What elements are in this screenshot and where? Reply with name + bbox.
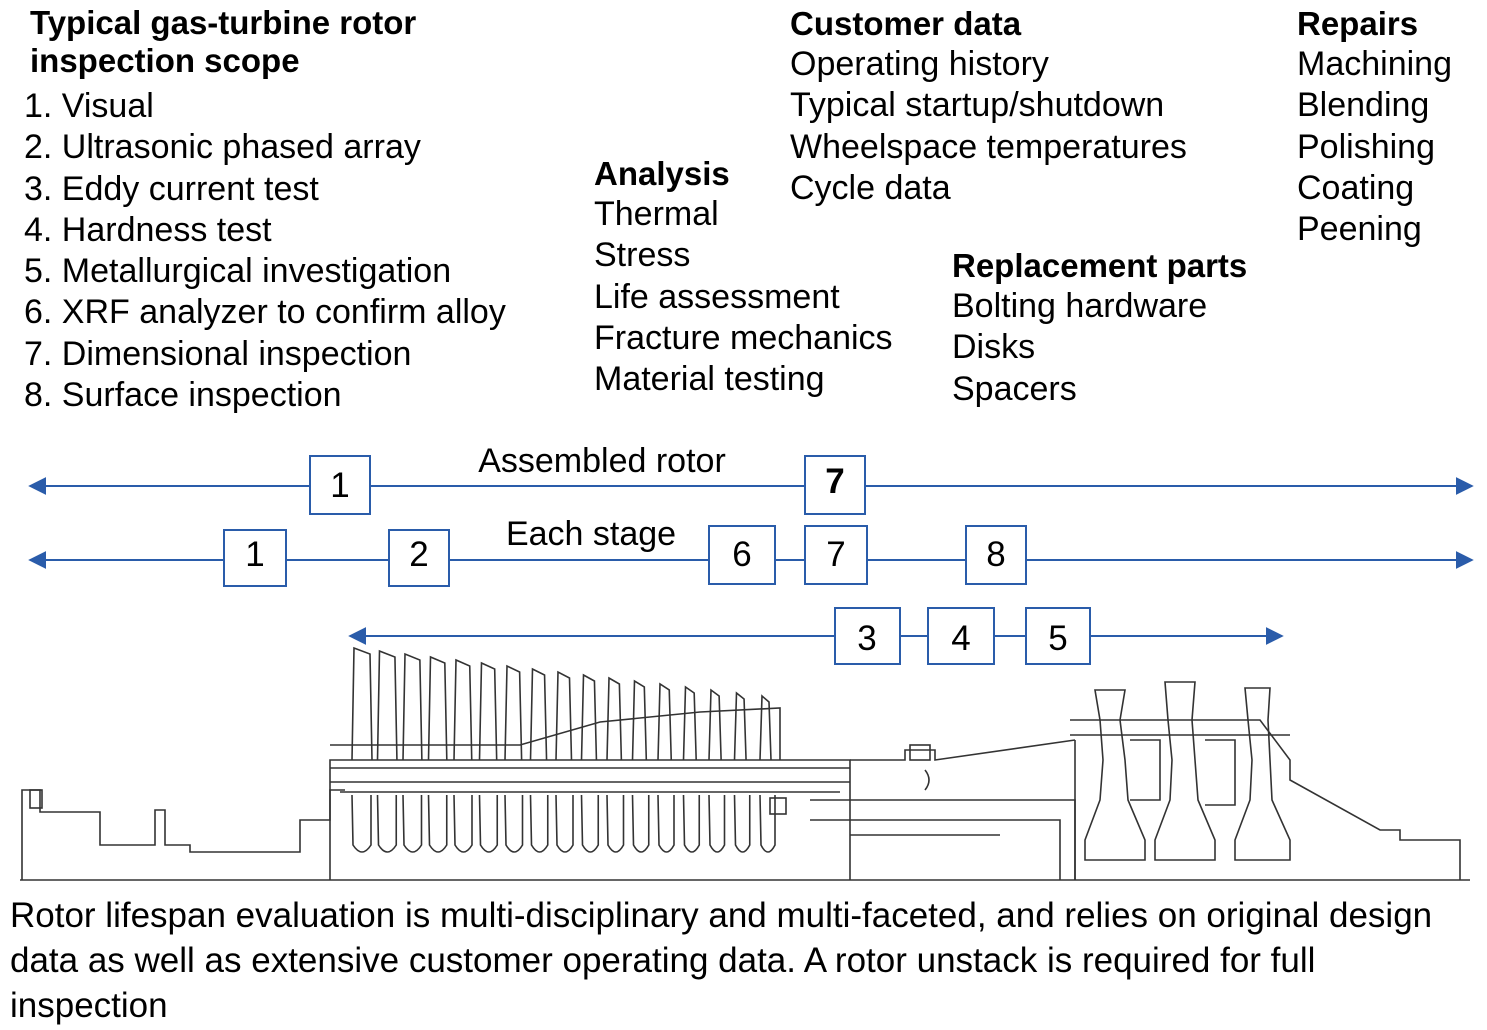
box-stage-6: 6: [708, 525, 776, 585]
box-disk-4: 4: [927, 607, 995, 665]
box-stage-1: 1: [223, 529, 287, 587]
list-item: Typical startup/shutdown: [790, 86, 1165, 125]
svg-text:5: 5: [1048, 619, 1067, 658]
list-item: Coating: [1297, 168, 1415, 207]
replacement-parts-title: Replacement parts: [952, 247, 1248, 284]
scope-title: Typical gas-turbine rotor inspection sco…: [30, 4, 417, 79]
box-assembled-7: 7: [804, 455, 866, 515]
list-item: 1. Visual: [24, 87, 154, 125]
box-stage-8: 8: [965, 525, 1027, 585]
list-item: 7. Dimensional inspection: [24, 334, 412, 373]
list-item: 4. Hardness test: [24, 210, 272, 249]
list-item: 6. XRF analyzer to confirm alloy: [24, 293, 506, 332]
box-stage-7: 7: [804, 525, 868, 585]
svg-text:4: 4: [951, 619, 970, 658]
list-item: 3. Eddy current test: [24, 169, 319, 208]
svg-text:7: 7: [826, 535, 845, 574]
list-item: Wheelspace temperatures: [790, 127, 1187, 166]
repairs-section: Repairs Machining Blending Polishing Coa…: [1297, 4, 1452, 250]
list-item: Operating history: [790, 45, 1049, 83]
svg-text:7: 7: [825, 462, 844, 501]
box-assembled-1: 1: [309, 455, 371, 515]
list-item: Polishing: [1297, 127, 1435, 166]
list-item: Blending: [1297, 86, 1430, 125]
list-item: Fracture mechanics: [594, 318, 893, 357]
replacement-parts-section: Replacement parts Bolting hardware Disks…: [952, 246, 1247, 410]
scope-list: 1. Visual 2. Ultrasonic phased array 3. …: [24, 86, 506, 416]
list-item: Material testing: [594, 360, 825, 399]
list-item: 8. Surface inspection: [24, 376, 342, 415]
list-item: Thermal: [594, 195, 719, 233]
svg-text:6: 6: [732, 535, 751, 574]
list-item: Stress: [594, 236, 691, 275]
svg-text:2: 2: [409, 535, 428, 574]
repairs-title: Repairs: [1297, 5, 1419, 42]
list-item: 2. Ultrasonic phased array: [24, 128, 421, 167]
list-item: Bolting hardware: [952, 287, 1208, 325]
analysis-section: Analysis Thermal Stress Life assessment …: [594, 154, 893, 400]
list-item: Spacers: [952, 369, 1077, 408]
box-stage-2: 2: [388, 529, 450, 587]
list-item: Cycle data: [790, 168, 951, 207]
list-item: Life assessment: [594, 277, 840, 316]
list-item: Machining: [1297, 45, 1452, 83]
analysis-title: Analysis: [594, 155, 730, 192]
caption: Rotor lifespan evaluation is multi-disci…: [10, 896, 1433, 1025]
list-item: Disks: [952, 328, 1036, 367]
customer-data-title: Customer data: [790, 5, 1022, 42]
rotor-drawing: [20, 646, 1470, 881]
assembled-rotor-label: Assembled rotor: [478, 442, 726, 480]
svg-text:1: 1: [330, 466, 349, 505]
list-item: 5. Metallurgical investigation: [24, 252, 452, 291]
svg-text:3: 3: [857, 619, 876, 658]
svg-text:8: 8: [986, 535, 1005, 574]
box-disk-3: 3: [834, 607, 901, 665]
each-stage-label: Each stage: [506, 515, 676, 553]
list-item: Peening: [1297, 210, 1422, 249]
svg-text:1: 1: [245, 535, 264, 574]
box-disk-5: 5: [1025, 607, 1091, 665]
customer-data-section: Customer data Operating history Typical …: [790, 4, 1187, 209]
